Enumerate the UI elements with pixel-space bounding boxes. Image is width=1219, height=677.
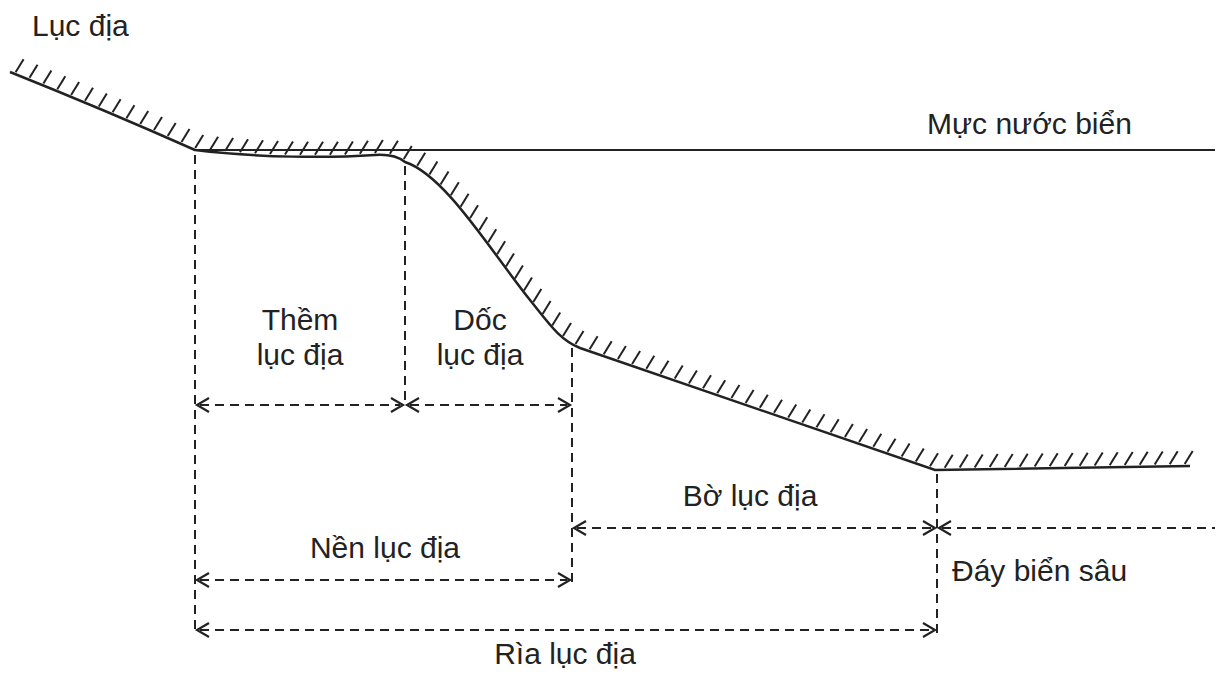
hatch-tick: [1140, 452, 1148, 465]
hatch-tick: [113, 99, 121, 112]
hatch-tick: [210, 137, 218, 150]
hatch-tick: [1080, 453, 1088, 466]
hatch-tick: [1170, 451, 1178, 464]
continental-margin-label: Rìa lục địa: [492, 636, 638, 671]
hatch-tick: [154, 117, 162, 130]
hatch-tick: [845, 424, 853, 437]
hatch-tick: [488, 229, 496, 242]
hatch-tick: [429, 161, 437, 174]
hatch-tick: [315, 142, 323, 155]
hatch-tick: [703, 375, 711, 388]
hatch-tick: [168, 123, 176, 136]
hatch-tick: [817, 414, 825, 427]
hatch-tick: [604, 341, 612, 354]
hatch-tick: [225, 138, 233, 151]
hatch-tick: [375, 140, 383, 153]
hatch-tick: [975, 454, 983, 467]
hatch-tick: [661, 361, 669, 374]
shelf-label: Thềm lục địa: [248, 302, 352, 372]
hatch-tick: [632, 351, 640, 364]
hatch-tick: [182, 129, 190, 142]
hatch-tick: [831, 419, 839, 432]
hatch-tick: [1155, 452, 1163, 465]
hatch-tick: [16, 59, 24, 72]
hatch-tick: [1035, 453, 1043, 466]
hatch-tick: [330, 142, 338, 155]
hatch-tick: [576, 331, 584, 344]
hatch-tick: [85, 88, 93, 101]
dashed-guides: [195, 155, 1215, 635]
hatch-tick: [675, 366, 683, 379]
hatch-tick: [774, 400, 782, 413]
hatch-tick: [1125, 452, 1133, 465]
hatch-tick: [646, 356, 654, 369]
hatch-tick: [760, 395, 768, 408]
hatch-tick: [888, 439, 896, 452]
hatch-tick: [552, 312, 560, 325]
hatch-tick: [195, 135, 203, 148]
hatch-tick: [1095, 453, 1103, 466]
hatch-tick: [1005, 454, 1013, 467]
arrowheads: [197, 398, 951, 637]
base-label: Nền lục địa: [308, 530, 462, 565]
hatch-tick: [930, 453, 938, 466]
hatch-tick: [506, 253, 514, 266]
hatch-tick: [451, 182, 459, 195]
hatch-tick: [563, 323, 571, 336]
hatch-tick: [1110, 452, 1118, 465]
hatch-tick: [543, 301, 551, 314]
hatch-tick: [300, 142, 308, 155]
hatch-tick: [689, 370, 697, 383]
hatch-tick: [240, 139, 248, 152]
hatch-tick: [479, 217, 487, 230]
hatch-tick: [345, 141, 353, 154]
hatch-tick: [916, 448, 924, 461]
hatch-tick: [515, 265, 523, 278]
hatch-tick: [618, 346, 626, 359]
hatch-tick: [788, 405, 796, 418]
hatch-tick: [390, 141, 398, 154]
hatch-tick: [960, 455, 968, 468]
hatch-tick: [945, 455, 953, 468]
hatch-tick: [902, 444, 910, 457]
hatch-tick: [441, 172, 449, 185]
sea-level-label: Mực nước biển: [925, 106, 1134, 141]
hatch-tick: [461, 194, 469, 207]
ground-hatching: [16, 59, 1193, 468]
hatch-tick: [859, 429, 867, 442]
hatch-tick: [746, 390, 754, 403]
hatch-tick: [270, 141, 278, 154]
hatch-tick: [1065, 453, 1073, 466]
hatch-tick: [731, 385, 739, 398]
land-label: Lục địa: [30, 8, 131, 43]
hatch-tick: [285, 141, 293, 154]
hatch-tick: [590, 336, 598, 349]
hatch-tick: [99, 94, 107, 107]
seabed-profile: [10, 72, 1190, 470]
hatch-tick: [140, 111, 148, 124]
hatch-tick: [126, 105, 134, 118]
slope-label: Dốc lục địa: [431, 302, 529, 372]
deep-floor-label: Đáy biển sâu: [950, 553, 1129, 588]
margin-edge-label: Bờ lục địa: [681, 478, 820, 513]
hatch-tick: [1050, 453, 1058, 466]
hatch-tick: [255, 140, 263, 153]
hatch-tick: [404, 146, 412, 159]
hatch-tick: [524, 277, 532, 290]
hatch-tick: [533, 289, 541, 302]
hatch-tick: [1020, 454, 1028, 467]
hatch-tick: [497, 241, 505, 254]
hatch-tick: [873, 434, 881, 447]
hatch-tick: [360, 141, 368, 154]
hatch-tick: [30, 65, 38, 78]
hatch-tick: [470, 205, 478, 218]
hatch-tick: [717, 380, 725, 393]
hatch-tick: [1185, 451, 1193, 464]
hatch-tick: [71, 82, 79, 95]
hatch-tick: [990, 454, 998, 467]
hatch-tick: [43, 71, 51, 84]
hatch-tick: [802, 409, 810, 422]
hatch-tick: [57, 76, 65, 89]
hatch-tick: [417, 153, 425, 166]
